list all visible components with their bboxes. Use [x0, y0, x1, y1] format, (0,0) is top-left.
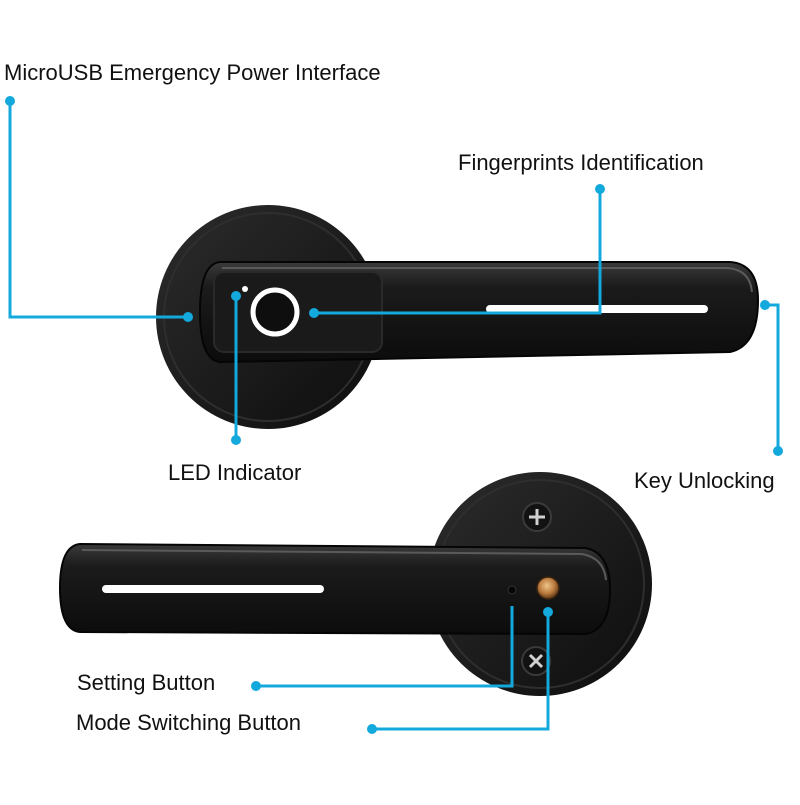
- top-lock: [156, 205, 760, 429]
- label-key-unlocking: Key Unlocking: [634, 468, 775, 493]
- fingerprint-sensor-icon: [250, 287, 300, 337]
- callout-usb-dot-end: [183, 312, 193, 322]
- callout-setting: [256, 606, 514, 688]
- label-microusb-interface: MicroUSB Emergency Power Interface: [4, 60, 381, 85]
- mode-switching-button: [536, 576, 560, 600]
- label-setting-button: Setting Button: [77, 670, 216, 695]
- callout-usb: [8, 101, 188, 319]
- setting-button: [507, 585, 517, 595]
- callout-key-dot-start: [760, 300, 770, 310]
- label-led-indicator: LED Indicator: [168, 460, 302, 485]
- callout-led-dot-end: [231, 291, 241, 301]
- callout-key: [765, 303, 780, 451]
- bottom-light-strip: [102, 585, 324, 593]
- callout-mode-dot-start: [367, 724, 377, 734]
- bottom-handle: [58, 542, 612, 636]
- callout-key-dot-end: [773, 446, 783, 456]
- callout-mode-dot-end: [543, 607, 553, 617]
- top-handle-highlight: [222, 267, 753, 293]
- top-light-strip: [486, 305, 708, 313]
- callout-fingerprint-dot-start: [595, 184, 605, 194]
- callout-led-dot-start: [231, 435, 241, 445]
- label-mode-switching-button: Mode Switching Button: [76, 710, 302, 735]
- screw-bottom-icon: [521, 646, 551, 676]
- callout-mode: [372, 612, 550, 731]
- callout-lines: [5, 96, 783, 734]
- bottom-handle-highlight: [81, 549, 607, 581]
- callout-fingerprint: [314, 189, 602, 315]
- label-fingerprint-identification: Fingerprints Identification: [458, 150, 704, 175]
- led-indicator-icon: [242, 286, 248, 292]
- screw-top-icon: [522, 502, 552, 532]
- callout-usb-dot-start: [5, 96, 15, 106]
- callout-setting-dot-start: [251, 681, 261, 691]
- callout-fingerprint-dot-end: [309, 308, 319, 318]
- bottom-lock: [58, 472, 652, 696]
